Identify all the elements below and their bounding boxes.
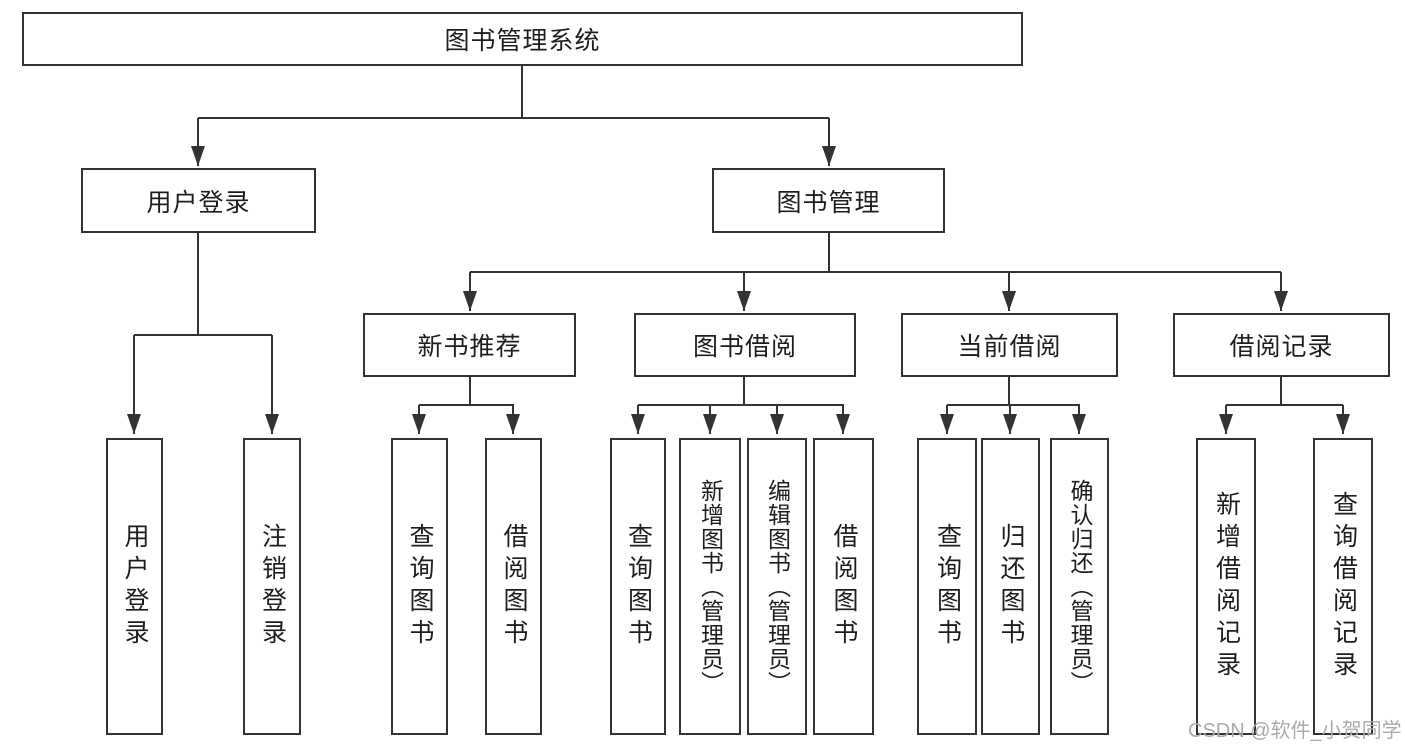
leaf-add-books-admin: 新增图书（管理员）: [679, 438, 741, 735]
leaf-edit-books-admin: 编辑图书（管理员）: [747, 438, 807, 735]
leaf-edit-books-admin-label: 编辑图书（管理员）: [764, 478, 791, 695]
node-user-login-label: 用户登录: [146, 188, 251, 217]
node-borrow-records-label: 借阅记录: [1229, 333, 1334, 361]
node-book-management: 图书管理: [712, 168, 945, 233]
leaf-add-books-admin-label: 新增图书（管理员）: [697, 478, 724, 695]
leaf-borrow-books-label: 借阅图书: [830, 522, 858, 651]
leaf-return-books: 归还图书: [981, 438, 1040, 735]
leaf-newbook-borrow-books-label: 借阅图书: [500, 522, 528, 651]
leaf-borrow-books: 借阅图书: [813, 438, 874, 735]
leaf-borrow-query-books: 查询图书: [610, 438, 666, 735]
watermark: CSDN @软件_小贺同学: [1188, 720, 1402, 742]
node-current-borrow-label: 当前借阅: [957, 333, 1062, 361]
node-book-borrow: 图书借阅: [634, 313, 856, 377]
leaf-borrow-query-books-label: 查询图书: [624, 522, 653, 651]
node-root-label: 图书管理系统: [444, 27, 601, 55]
leaf-current-query-books-label: 查询图书: [933, 522, 962, 651]
node-current-borrow: 当前借阅: [901, 313, 1118, 377]
node-user-login: 用户登录: [81, 168, 316, 233]
node-root: 图书管理系统: [22, 12, 1023, 66]
leaf-add-borrow-record-label: 新增借阅记录: [1212, 490, 1241, 683]
node-borrow-records: 借阅记录: [1173, 313, 1390, 377]
leaf-newbook-query-books-label: 查询图书: [406, 522, 434, 651]
leaf-newbook-borrow-books: 借阅图书: [485, 438, 542, 735]
leaf-confirm-return-admin: 确认归还（管理员）: [1050, 438, 1109, 735]
leaf-user-login-label: 用户登录: [121, 522, 149, 651]
leaf-query-borrow-record: 查询借阅记录: [1313, 438, 1373, 735]
leaf-logout-label: 注销登录: [258, 522, 287, 651]
leaf-confirm-return-admin-label: 确认归还（管理员）: [1067, 478, 1093, 695]
node-new-book-recommend-label: 新书推荐: [417, 333, 522, 361]
leaf-return-books-label: 归还图书: [997, 522, 1025, 651]
leaf-newbook-query-books: 查询图书: [391, 438, 448, 735]
leaf-add-borrow-record: 新增借阅记录: [1196, 438, 1256, 735]
node-new-book-recommend: 新书推荐: [363, 313, 576, 377]
node-book-management-label: 图书管理: [776, 188, 881, 217]
leaf-query-borrow-record-label: 查询借阅记录: [1329, 490, 1358, 683]
leaf-user-login: 用户登录: [106, 438, 163, 735]
node-book-borrow-label: 图书借阅: [692, 333, 797, 361]
leaf-current-query-books: 查询图书: [917, 438, 977, 735]
connector-trunks: [134, 66, 1343, 406]
leaf-logout: 注销登录: [243, 438, 301, 735]
